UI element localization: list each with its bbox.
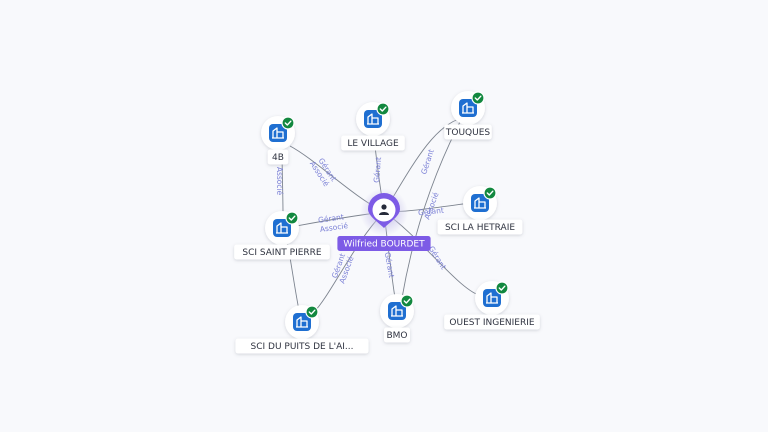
verified-check-icon: [281, 116, 295, 130]
verified-check-icon: [376, 102, 390, 116]
company-label: TOUQUES: [445, 128, 491, 138]
edge-label: Gérant: [372, 157, 383, 184]
verified-check-icon: [285, 211, 299, 225]
verified-check-icon: [471, 91, 485, 105]
company-label: SCI DU PUITS DE L'AI...: [251, 342, 354, 352]
building-icon: [273, 219, 291, 237]
building-icon: [269, 124, 287, 142]
company-node-sci-saint-pierre[interactable]: SCI SAINT PIERRE: [234, 211, 330, 260]
building-icon: [459, 99, 477, 117]
person-label-bg: [337, 236, 431, 251]
company-label-bg: [383, 327, 411, 343]
company-label-bg: [444, 124, 492, 140]
person-node[interactable]: Wilfried BOURDET: [337, 188, 431, 251]
verified-check-icon: [305, 305, 319, 319]
company-label: OUEST INGENIERIE: [449, 318, 534, 328]
company-label: 4B: [272, 153, 284, 163]
building-icon: [293, 313, 311, 331]
person-name: Wilfried BOURDET: [343, 240, 425, 250]
company-label-bg: [235, 338, 369, 354]
edge-label: Gérant: [418, 206, 445, 218]
edge-label: Gérant: [318, 212, 345, 225]
company-node-touques[interactable]: TOUQUES: [444, 91, 492, 140]
building-icon: [483, 289, 501, 307]
edge-touques-bmo: [401, 117, 463, 299]
company-label: SCI LA HETRAIE: [445, 223, 515, 233]
company-node-sci-la-hetraie[interactable]: SCI LA HETRAIE: [437, 186, 523, 235]
company-label-bg: [267, 149, 289, 165]
company-node-ouest-ingenierie[interactable]: OUEST INGENIERIE: [444, 281, 540, 330]
company-label-bg: [234, 244, 330, 260]
person-pin-inner: [372, 198, 396, 222]
building-icon: [388, 302, 406, 320]
company-label: LE VILLAGE: [347, 139, 399, 149]
verified-check-icon: [483, 186, 497, 200]
company-label-bg: [444, 314, 540, 330]
company-label: SCI SAINT PIERRE: [242, 248, 322, 258]
company-node-4b[interactable]: 4B: [261, 116, 295, 165]
company-label-bg: [437, 219, 523, 235]
company-node-le-village[interactable]: LE VILLAGE: [341, 102, 405, 151]
company-label-bg: [341, 135, 405, 151]
edge-label: Associé: [319, 221, 349, 234]
building-icon: [364, 110, 382, 128]
company-node-sci-du-puits[interactable]: SCI DU PUITS DE L'AI...: [235, 305, 369, 354]
verified-check-icon: [400, 294, 414, 308]
company-label: BMO: [386, 331, 407, 341]
building-icon: [471, 194, 489, 212]
company-node-bmo[interactable]: BMO: [380, 294, 414, 343]
user-icon: [379, 204, 389, 215]
nodes-layer: 4B LE VILLAGE TOUQUES SCI LA HETRAIE OUEST I…: [234, 91, 540, 354]
verified-check-icon: [495, 281, 509, 295]
edge-label: Associé: [275, 167, 284, 196]
edge-label: Gérant: [383, 251, 396, 278]
